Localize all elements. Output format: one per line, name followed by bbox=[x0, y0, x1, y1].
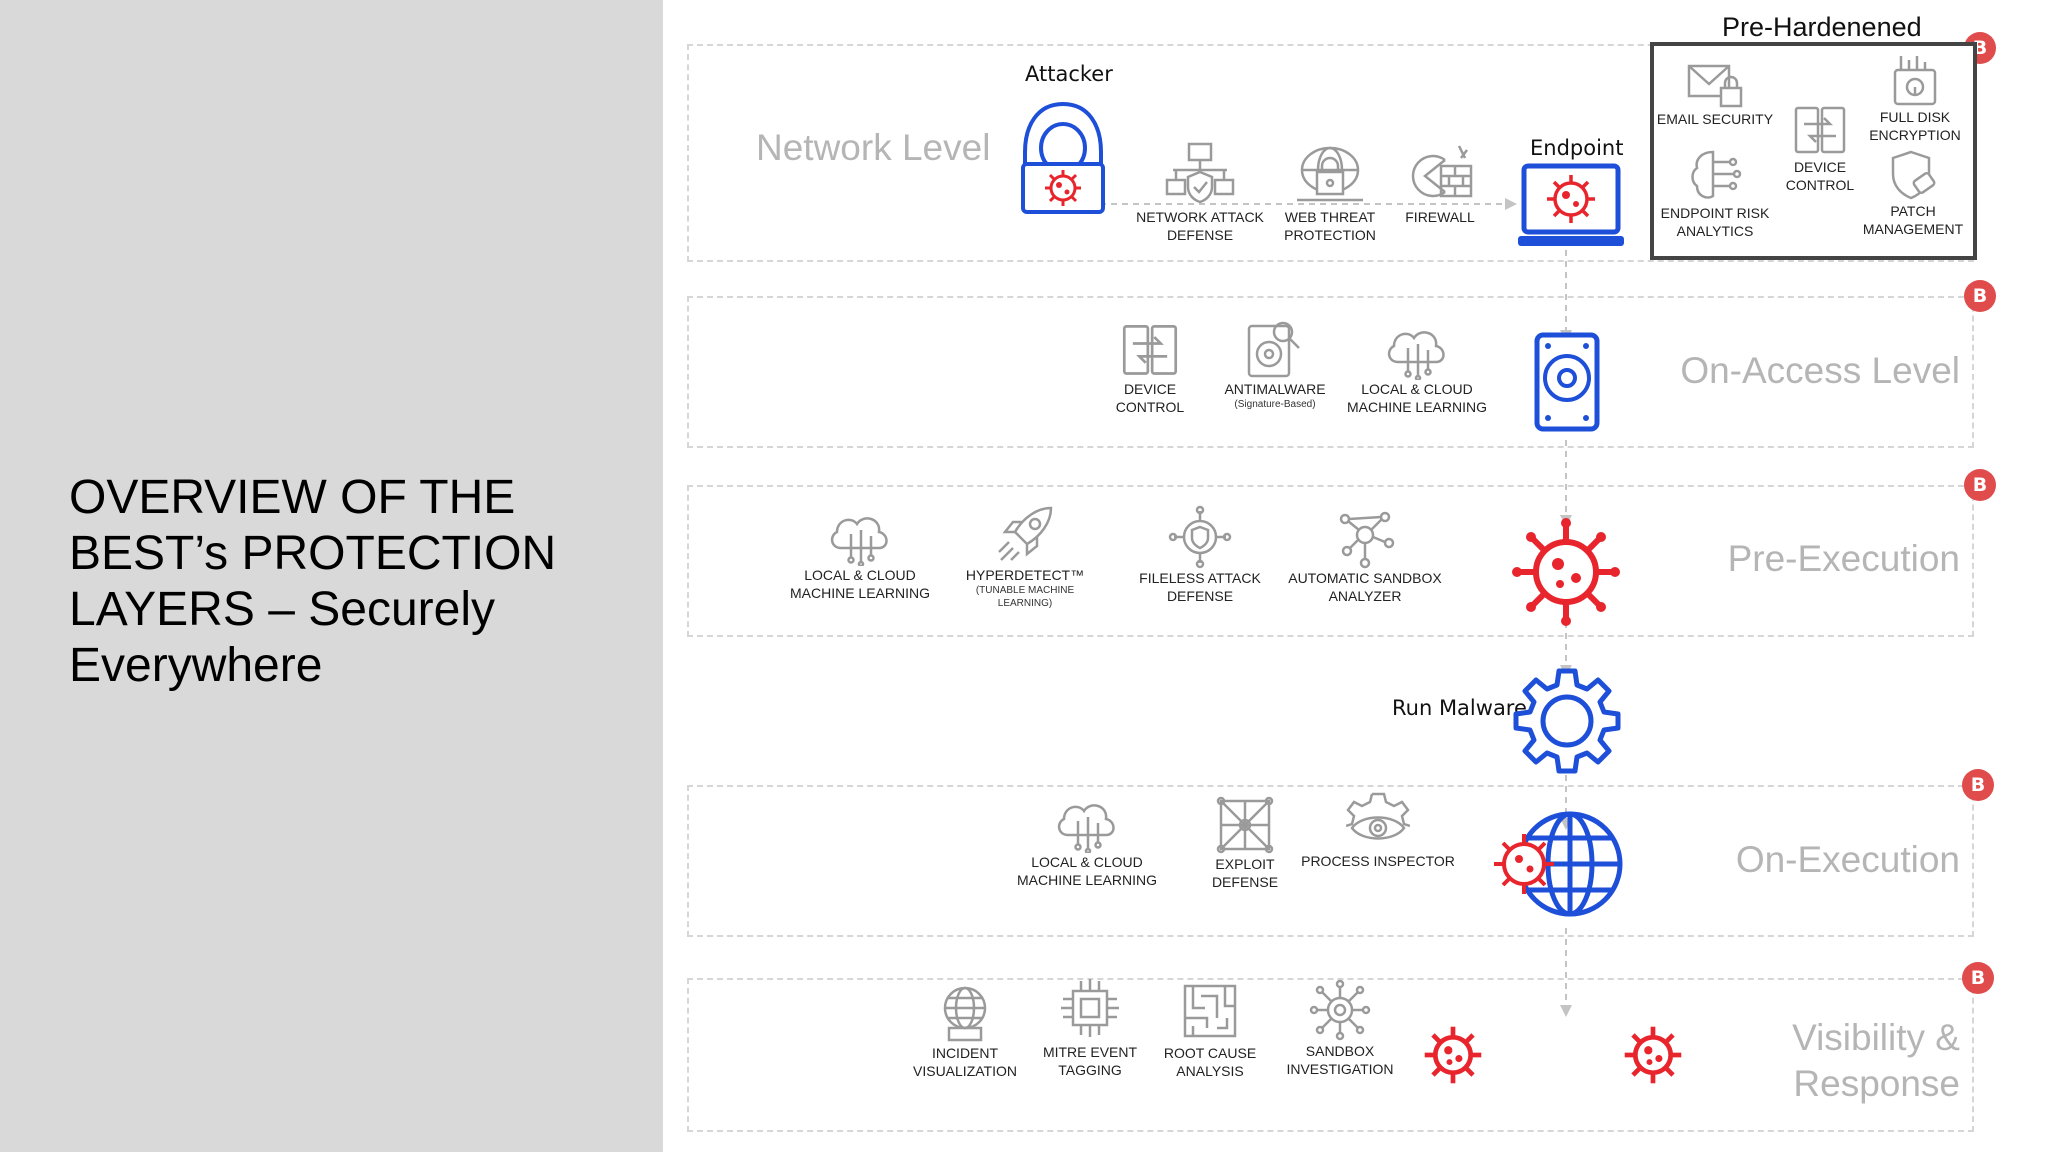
b-badge: B bbox=[1962, 962, 1994, 994]
on-access-device-control: DEVICE CONTROL bbox=[1100, 322, 1200, 416]
cloud-ml-icon bbox=[1387, 331, 1445, 380]
network-level-title: Network Level bbox=[756, 127, 991, 168]
globe-incident-icon bbox=[943, 986, 987, 1042]
on-access-level-title: On-Access Level bbox=[1680, 350, 1960, 391]
item-label: LOCAL & CLOUD MACHINE LEARNING bbox=[1016, 854, 1158, 888]
item-label: SANDBOX INVESTIGATION bbox=[1286, 1043, 1394, 1077]
pre-execution-band bbox=[687, 485, 1974, 637]
item-label: ENDPOINT RISK ANALYTICS bbox=[1660, 205, 1770, 239]
b-badge: B bbox=[1964, 469, 1996, 501]
item-label: EMAIL SECURITY bbox=[1656, 111, 1774, 127]
sandbox-investigation: SANDBOX INVESTIGATION bbox=[1270, 978, 1410, 1078]
b-badge: B bbox=[1962, 769, 1994, 801]
automatic-sandbox-analyzer: AUTOMATIC SANDBOX ANALYZER bbox=[1280, 505, 1450, 605]
visibility-response-title: Visibility & Response bbox=[1792, 1017, 1960, 1104]
item-label: NETWORK ATTACK DEFENSE bbox=[1136, 209, 1264, 243]
firewall-icon bbox=[1411, 145, 1473, 198]
web-threat-protection: WEB THREAT PROTECTION bbox=[1260, 140, 1400, 244]
network-attack-defense: NETWORK ATTACK DEFENSE bbox=[1130, 140, 1270, 244]
item-label: INCIDENT VISUALIZATION bbox=[913, 1045, 1017, 1079]
globe-virus-icon bbox=[1494, 811, 1623, 917]
virus-icon bbox=[1624, 1026, 1682, 1084]
disk-scan-icon bbox=[1247, 321, 1300, 378]
email-security: EMAIL SECURITY bbox=[1655, 60, 1775, 128]
on-access-level-band bbox=[687, 296, 1974, 448]
hard-drive-icon bbox=[1534, 332, 1600, 432]
item-label: FULL DISK ENCRYPTION bbox=[1869, 109, 1961, 143]
item-sublabel: (Signature-Based) bbox=[1234, 399, 1316, 410]
item-label: FIREWALL bbox=[1405, 209, 1475, 225]
rocket-icon bbox=[998, 506, 1053, 561]
fileless-attack-defense: FILELESS ATTACK DEFENSE bbox=[1130, 505, 1270, 605]
pre-exec-cloud-ml: LOCAL & CLOUD MACHINE LEARNING bbox=[785, 508, 935, 602]
exploit-network-icon bbox=[1216, 796, 1274, 854]
item-label: DEVICE CONTROL bbox=[1115, 381, 1185, 415]
item-label: AUTOMATIC SANDBOX ANALYZER bbox=[1288, 570, 1442, 604]
item-label: DEVICE CONTROL bbox=[1785, 159, 1855, 193]
shield-patch-icon bbox=[1891, 150, 1936, 200]
maze-icon bbox=[1183, 984, 1237, 1038]
brain-icon bbox=[1691, 150, 1742, 199]
on-exec-cloud-ml: LOCAL & CLOUD MACHINE LEARNING bbox=[1012, 795, 1162, 889]
item-label: PROCESS INSPECTOR bbox=[1301, 853, 1455, 869]
device-control-icon bbox=[1122, 325, 1178, 375]
virus-icon bbox=[1424, 1026, 1482, 1084]
on-access-cloud-ml: LOCAL & CLOUD MACHINE LEARNING bbox=[1342, 322, 1492, 416]
item-sublabel: (TUNABLE MACHINE LEARNING) bbox=[975, 585, 1075, 609]
item-label: ANTIMALWARE bbox=[1224, 381, 1326, 397]
item-label: WEB THREAT PROTECTION bbox=[1284, 209, 1376, 243]
slide-title: OVERVIEW OF THE BEST’s PROTECTION LAYERS… bbox=[69, 471, 557, 692]
endpoint-risk-analytics: ENDPOINT RISK ANALYTICS bbox=[1650, 148, 1780, 240]
run-malware-label: Run Malware bbox=[1392, 696, 1527, 720]
item-label: PATCH MANAGEMENT bbox=[1862, 203, 1964, 237]
sandbox-network-icon bbox=[1339, 511, 1395, 569]
network-defense-icon bbox=[1165, 142, 1235, 204]
endpoint-label: Endpoint bbox=[1530, 136, 1624, 160]
laptop-virus-icon bbox=[1518, 163, 1624, 246]
root-cause-analysis: ROOT CAUSE ANALYSIS bbox=[1155, 978, 1265, 1080]
exploit-defense: EXPLOIT DEFENSE bbox=[1190, 795, 1300, 891]
item-label: EXPLOIT DEFENSE bbox=[1211, 856, 1279, 890]
incident-visualization: INCIDENT VISUALIZATION bbox=[905, 980, 1025, 1080]
web-lock-icon bbox=[1297, 146, 1363, 202]
visibility-response-band bbox=[687, 978, 1974, 1132]
gear-icon bbox=[1513, 668, 1621, 774]
mitre-event-tagging: MITRE EVENT TAGGING bbox=[1035, 975, 1145, 1079]
process-inspector: PROCESS INSPECTOR bbox=[1298, 790, 1458, 870]
eye-gear-icon bbox=[1346, 792, 1410, 840]
full-disk-encryption: FULL DISK ENCRYPTION bbox=[1860, 52, 1970, 144]
hacker-icon bbox=[1021, 101, 1105, 214]
disk-encryption-icon bbox=[1893, 56, 1937, 106]
hyperdetect: HYPERDETECT™ (TUNABLE MACHINE LEARNING) bbox=[960, 502, 1090, 610]
item-label: HYPERDETECT™ bbox=[965, 567, 1085, 583]
sandbox-gear-icon bbox=[1309, 979, 1371, 1041]
b-badge: B bbox=[1964, 280, 1996, 312]
item-label: MITRE EVENT TAGGING bbox=[1042, 1044, 1138, 1078]
attacker-label: Attacker bbox=[1025, 62, 1113, 86]
item-label: FILELESS ATTACK DEFENSE bbox=[1139, 570, 1261, 604]
title-panel bbox=[0, 0, 663, 1152]
pre-hardened-title: Pre-Hardenened bbox=[1722, 12, 1922, 42]
item-label: LOCAL & CLOUD MACHINE LEARNING bbox=[789, 567, 931, 601]
pre-hardened-device-control: DEVICE CONTROL bbox=[1770, 104, 1870, 194]
virus-icon bbox=[1512, 518, 1620, 626]
item-label: LOCAL & CLOUD MACHINE LEARNING bbox=[1346, 381, 1488, 415]
pre-execution-title: Pre-Execution bbox=[1727, 538, 1960, 579]
cloud-ml-icon bbox=[830, 517, 888, 566]
item-label: ROOT CAUSE ANALYSIS bbox=[1163, 1045, 1257, 1079]
patch-management: PATCH MANAGEMENT bbox=[1858, 148, 1968, 238]
email-lock-icon bbox=[1687, 64, 1743, 108]
fileless-shield-icon bbox=[1168, 505, 1232, 569]
chip-icon bbox=[1061, 979, 1119, 1037]
cloud-ml-icon bbox=[1057, 804, 1115, 853]
on-execution-title: On-Execution bbox=[1735, 839, 1960, 880]
antimalware: ANTIMALWARE (Signature-Based) bbox=[1210, 316, 1340, 411]
on-execution-band bbox=[687, 785, 1974, 937]
device-control-icon bbox=[1794, 106, 1846, 154]
firewall: FIREWALL bbox=[1380, 140, 1500, 226]
